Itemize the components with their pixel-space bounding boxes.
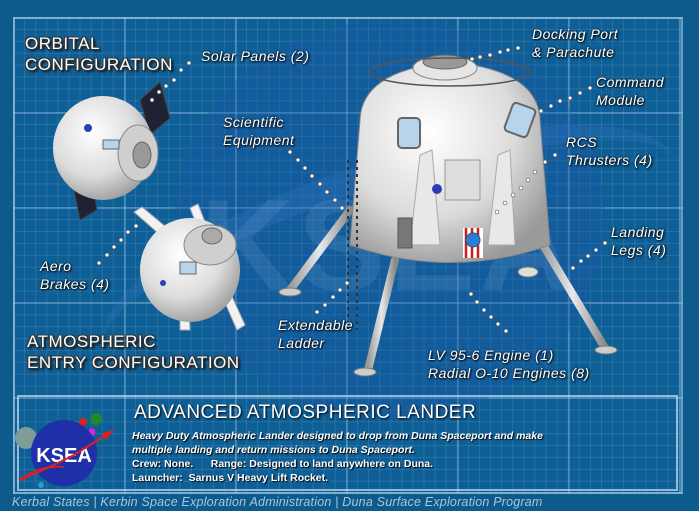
callout-line: Equipment bbox=[223, 132, 295, 148]
heading-line: ENTRY CONFIGURATION bbox=[27, 353, 240, 372]
callout-line: Thrusters (4) bbox=[566, 152, 653, 168]
callout-landing-legs: Landing Legs (4) bbox=[611, 223, 666, 259]
description-line-1: Heavy Duty Atmospheric Lander designed t… bbox=[132, 430, 543, 442]
crew-range-line: Crew: None. Range: Designed to land anyw… bbox=[132, 458, 434, 470]
heading-line: ORBITAL bbox=[25, 34, 100, 53]
callout-line: Module bbox=[596, 92, 645, 108]
callout-line: LV 95-6 Engine (1) bbox=[428, 347, 554, 363]
callout-line: RCS bbox=[566, 134, 598, 150]
description-line-2: multiple landing and return missions to … bbox=[132, 444, 415, 456]
heading-line: ATMOSPHERIC bbox=[27, 332, 156, 351]
callout-docking-port: Docking Port & Parachute bbox=[532, 25, 618, 61]
callout-line: Command bbox=[596, 74, 665, 90]
launcher-line: Launcher: Sarnus V Heavy Lift Rocket. bbox=[132, 472, 329, 484]
orbital-configuration-heading: ORBITAL CONFIGURATION bbox=[25, 33, 173, 75]
lander-title: ADVANCED ATMOSPHERIC LANDER bbox=[134, 402, 477, 423]
callout-command-module: Command Module bbox=[596, 73, 664, 109]
callout-line: Legs (4) bbox=[611, 242, 667, 258]
callout-line: Radial O-10 Engines (8) bbox=[428, 365, 590, 381]
ksea-logo: KSEA bbox=[15, 413, 114, 488]
callout-line: Scientific bbox=[223, 114, 285, 130]
callout-extendable-ladder: Extendable Ladder bbox=[278, 316, 353, 352]
callout-scientific-equipment: Scientific Equipment bbox=[223, 113, 294, 149]
callout-line: Landing bbox=[611, 224, 665, 240]
callout-line: & Parachute bbox=[532, 44, 615, 60]
callout-aero-brakes: Aero Brakes (4) bbox=[40, 257, 110, 293]
callout-line: Aero bbox=[40, 258, 72, 274]
callout-rcs-thrusters: RCS Thrusters (4) bbox=[566, 133, 653, 169]
callout-line: Extendable bbox=[278, 317, 354, 333]
main-lander bbox=[278, 54, 618, 377]
leader-lines bbox=[96, 45, 608, 334]
entry-craft bbox=[133, 203, 246, 331]
callout-engines: LV 95-6 Engine (1) Radial O-10 Engines (… bbox=[428, 346, 590, 382]
footer-credits: Kerbal States | Kerbin Space Exploration… bbox=[12, 495, 543, 509]
callout-line: Brakes (4) bbox=[40, 276, 110, 292]
callout-line: Ladder bbox=[278, 335, 325, 351]
callout-line: Docking Port bbox=[532, 26, 619, 42]
callout-solar-panels: Solar Panels (2) bbox=[201, 47, 309, 65]
orbital-craft bbox=[53, 81, 171, 221]
logo-text: KSEA bbox=[36, 445, 92, 467]
heading-line: CONFIGURATION bbox=[25, 55, 173, 74]
callout-line: Solar Panels (2) bbox=[201, 48, 310, 64]
atmospheric-configuration-heading: ATMOSPHERIC ENTRY CONFIGURATION bbox=[27, 331, 240, 373]
